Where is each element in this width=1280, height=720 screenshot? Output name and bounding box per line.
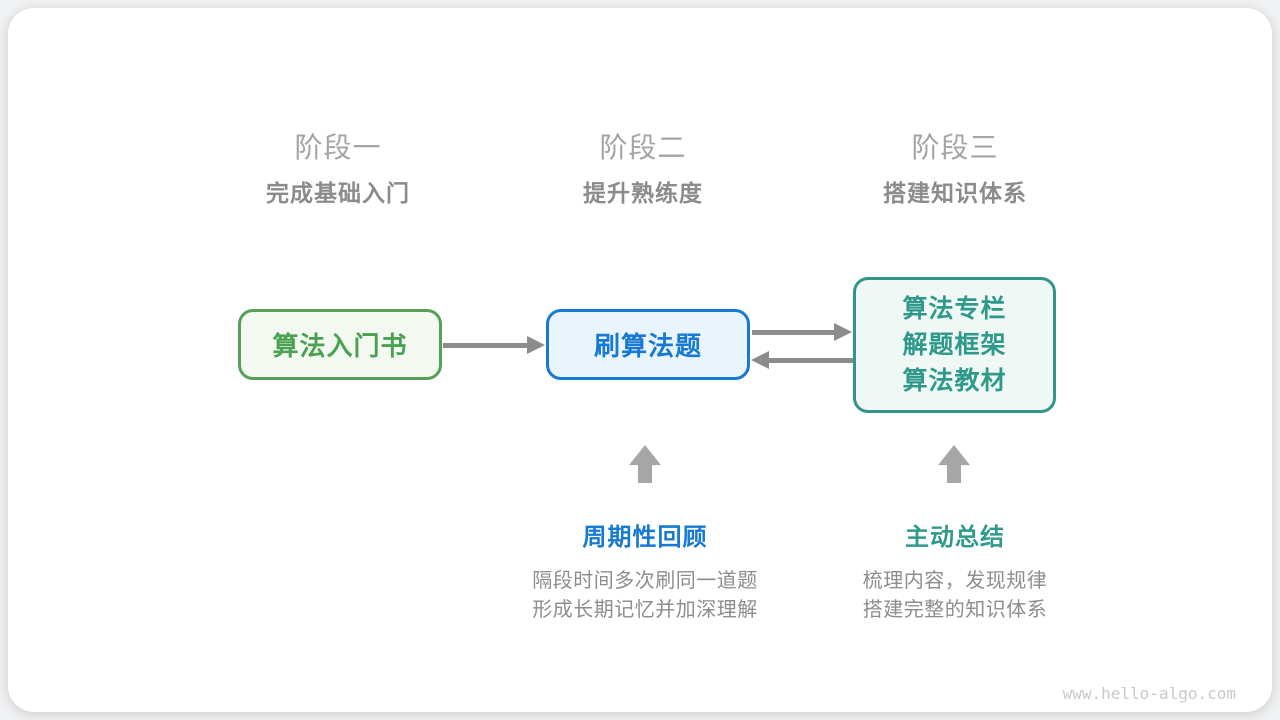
annotation-periodic-review-desc: 隔段时间多次刷同一道题 形成长期记忆并加深理解 [475, 567, 815, 625]
stage3-title: 阶段三 [911, 132, 999, 163]
arrow-shaft [443, 343, 529, 348]
diagram-card: 阶段一 完成基础入门 阶段二 提升熟练度 阶段三 搭建知识体系 算法入门书 刷算… [8, 8, 1272, 712]
arrow-shaft [768, 358, 853, 363]
arrow-head-left-icon [751, 351, 769, 369]
arrow-shaft [752, 330, 835, 335]
annotation-active-summary-label: 主动总结 [905, 524, 1005, 551]
node-knowledge-sources: 算法专栏 解题框架 算法教材 [853, 277, 1056, 413]
stage3-subtitle: 搭建知识体系 [883, 180, 1027, 206]
up-arrow-periodic-review-icon [629, 445, 661, 483]
annotation-active-summary-desc: 梳理内容，发现规律 搭建完整的知识体系 [785, 567, 1125, 625]
arrow-head-right-icon [834, 323, 852, 341]
annotation-periodic-review-label: 周期性回顾 [582, 524, 708, 551]
stage1-title: 阶段一 [294, 132, 382, 163]
desc-line: 形成长期记忆并加深理解 [532, 599, 758, 621]
stage3-header: 阶段三 搭建知识体系 [805, 132, 1105, 206]
stage2-title: 阶段二 [599, 132, 687, 163]
watermark-url: www.hello-algo.com [1062, 684, 1236, 703]
stage2-header: 阶段二 提升熟练度 [493, 132, 793, 206]
desc-line: 梳理内容，发现规律 [862, 570, 1048, 592]
desc-line: 搭建完整的知识体系 [862, 599, 1048, 621]
arrow-head-right-icon [527, 336, 545, 354]
stage2-subtitle: 提升熟练度 [583, 180, 703, 206]
node-knowledge-line-1: 算法专栏 [902, 295, 1007, 323]
node-beginner-book: 算法入门书 [238, 309, 442, 380]
node-knowledge-line-3: 算法教材 [902, 367, 1007, 395]
desc-line: 隔段时间多次刷同一道题 [532, 570, 758, 592]
node-practice-problems-label: 刷算法题 [593, 331, 702, 361]
node-practice-problems: 刷算法题 [546, 309, 750, 380]
stage1-subtitle: 完成基础入门 [266, 180, 410, 206]
node-beginner-book-label: 算法入门书 [272, 331, 408, 361]
node-knowledge-line-2: 解题框架 [902, 331, 1007, 359]
up-arrow-active-summary-icon [938, 445, 970, 483]
stage1-header: 阶段一 完成基础入门 [188, 132, 488, 206]
